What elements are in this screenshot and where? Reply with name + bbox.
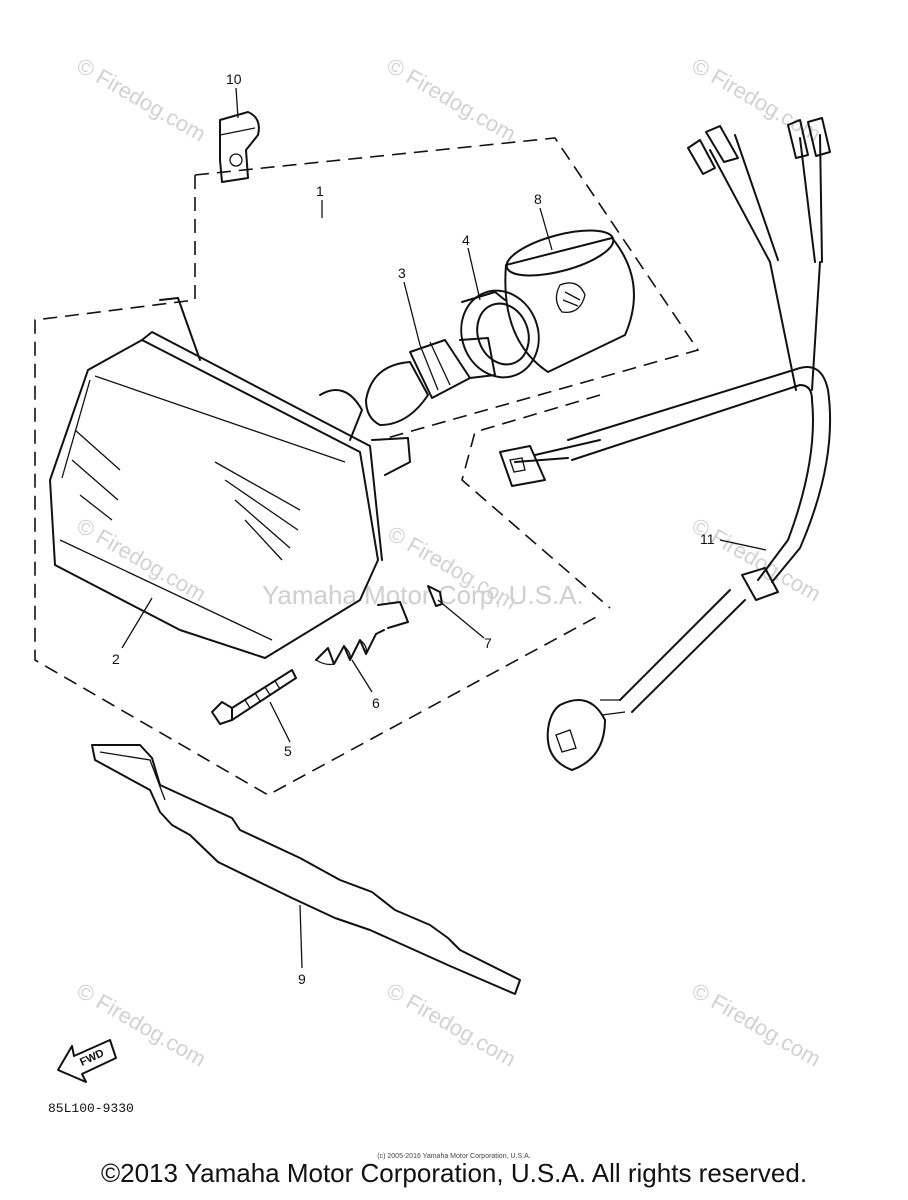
headlight-unit-part-2	[49, 297, 411, 659]
callout-9: 9	[298, 971, 306, 987]
bulb-part-3	[365, 337, 496, 426]
callout-7: 7	[484, 635, 492, 651]
bolt-part-5	[211, 669, 297, 725]
headlight-assembly-outline	[34, 175, 601, 796]
callout-2: 2	[112, 651, 120, 667]
watermark-tile: © Firedog.com	[688, 978, 826, 1072]
watermark-tile: © Firedog.com	[383, 53, 521, 147]
watermark-tile: © Firedog.com	[383, 978, 521, 1072]
leader-lines	[121, 87, 767, 969]
callout-5: 5	[284, 743, 292, 759]
callout-1: 1	[316, 183, 324, 199]
watermark-tile: © Firedog.com	[688, 513, 826, 607]
clip-ring-part-4	[460, 289, 540, 379]
spring-part-6	[315, 629, 385, 666]
callout-3: 3	[398, 265, 406, 281]
callout-10: 10	[226, 71, 242, 87]
watermark-tile: © Firedog.com	[73, 53, 211, 147]
watermark-center-company: Yamaha Motor Corp, U.S.A.	[262, 580, 584, 610]
small-copyright: (c) 2005-2016 Yamaha Motor Corporation, …	[377, 1153, 530, 1160]
plate-part-9	[91, 744, 521, 995]
bracket-part-10	[219, 111, 260, 183]
socket-cover-part-8	[504, 229, 635, 373]
callout-6: 6	[372, 695, 380, 711]
callout-numbers: 10 1 8 4 3 2 7 6 5 9 11	[112, 71, 715, 987]
bulb-assembly-outline	[194, 137, 700, 441]
callout-11: 11	[700, 531, 715, 547]
watermarks: © Firedog.com © Firedog.com © Firedog.co…	[73, 53, 826, 1072]
wire-harness-part-11	[499, 117, 832, 771]
callout-4: 4	[462, 232, 470, 248]
callout-8: 8	[534, 191, 542, 207]
watermark-tile: © Firedog.com	[73, 513, 211, 607]
fwd-arrow-icon: FWD	[57, 1039, 117, 1083]
assembly-outlines	[34, 137, 700, 796]
watermark-tile: © Firedog.com	[688, 53, 826, 147]
footer-copyright: ©2013 Yamaha Motor Corporation, U.S.A. A…	[100, 1158, 808, 1188]
harness-outline	[461, 394, 611, 609]
part-code: 85L100-9330	[48, 1101, 134, 1116]
